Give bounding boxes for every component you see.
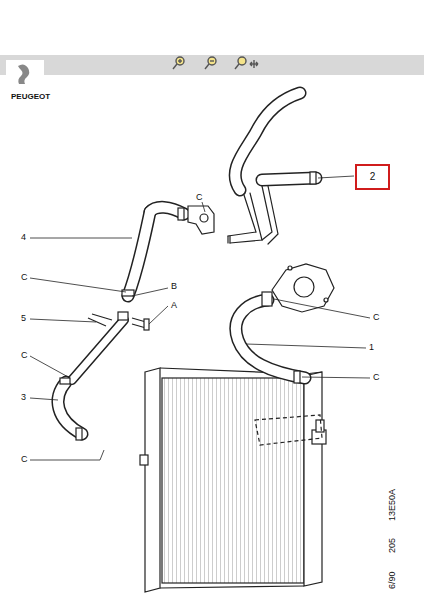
fittings bbox=[60, 172, 334, 440]
callout-box: 2 bbox=[355, 164, 390, 190]
drawing-code: 205 bbox=[388, 536, 397, 553]
zoom-icons bbox=[173, 57, 258, 69]
lion-logo bbox=[18, 64, 29, 84]
connector-letter: C bbox=[20, 273, 29, 282]
callout-number: 1 bbox=[368, 343, 375, 352]
connector-letter: C bbox=[195, 193, 204, 202]
leader-lines bbox=[30, 176, 370, 460]
callout-letter: A bbox=[170, 301, 178, 310]
radiator bbox=[140, 368, 326, 592]
drawing-code: 13E50A bbox=[388, 488, 397, 522]
connector-letter: C bbox=[372, 373, 381, 382]
callout-number: 3 bbox=[20, 393, 27, 402]
connector-letter: C bbox=[20, 351, 29, 360]
brand-name: PEUGEOT bbox=[10, 93, 51, 101]
logo-panel bbox=[6, 60, 44, 88]
toolbar bbox=[0, 55, 424, 75]
connector-letter: C bbox=[20, 455, 29, 464]
callout-number: 5 bbox=[20, 314, 27, 323]
callout-number: 2 bbox=[370, 172, 376, 182]
drawing-date: 6/90 bbox=[388, 570, 397, 590]
hoses bbox=[58, 93, 316, 434]
callout-number: 4 bbox=[20, 233, 27, 242]
callout-letter: B bbox=[170, 282, 178, 291]
connector-letter: C bbox=[372, 313, 381, 322]
